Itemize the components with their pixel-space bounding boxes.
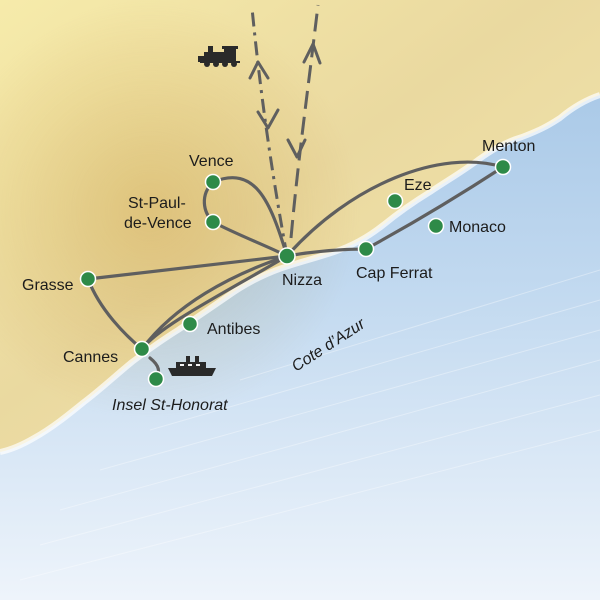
train-icon xyxy=(198,46,240,67)
marker-eze xyxy=(386,192,404,210)
flight-line xyxy=(289,4,320,239)
route-antibes-nizza xyxy=(140,254,289,351)
route-vence-nizza xyxy=(211,176,289,258)
arrow-up-rail xyxy=(248,60,270,80)
marker-nizza xyxy=(278,247,296,265)
arrow-up-flight xyxy=(302,42,322,65)
label-st-paul-2: de-Vence xyxy=(124,215,192,232)
label-st-paul-1: St-Paul- xyxy=(128,195,186,212)
label-antibes: Antibes xyxy=(207,321,260,338)
marker-capferrat xyxy=(357,240,375,258)
label-cap-ferrat: Cap Ferrat xyxy=(356,265,433,282)
label-cannes: Cannes xyxy=(63,349,118,366)
label-eze: Eze xyxy=(404,177,432,194)
place-markers xyxy=(79,158,512,388)
marker-grasse xyxy=(79,270,97,288)
label-grasse: Grasse xyxy=(22,277,74,294)
coastline xyxy=(0,92,600,455)
rail-line xyxy=(250,7,289,257)
ship-icon xyxy=(168,356,216,376)
label-vence: Vence xyxy=(189,153,234,170)
route-capferrat-menton xyxy=(364,165,505,251)
arrow-down-rail xyxy=(256,108,280,130)
direction-arrows xyxy=(248,42,322,159)
marker-menton xyxy=(494,158,512,176)
marker-vence xyxy=(204,173,222,191)
marker-cannes xyxy=(133,340,151,358)
label-menton: Menton xyxy=(482,138,535,155)
route-cannes-nizza xyxy=(140,254,289,351)
arrow-down-flight xyxy=(286,138,307,159)
label-monaco: Monaco xyxy=(449,219,506,236)
marker-st-paul xyxy=(204,213,222,231)
marker-honorat xyxy=(147,370,165,388)
label-nizza: Nizza xyxy=(282,272,322,289)
label-st-honorat: Insel St-Honorat xyxy=(112,397,228,414)
route-nizza-grasse xyxy=(86,254,289,281)
marker-monaco xyxy=(427,217,445,235)
route-nizza-menton xyxy=(285,160,505,258)
marker-antibes xyxy=(181,315,199,333)
sea-texture xyxy=(19,269,600,581)
